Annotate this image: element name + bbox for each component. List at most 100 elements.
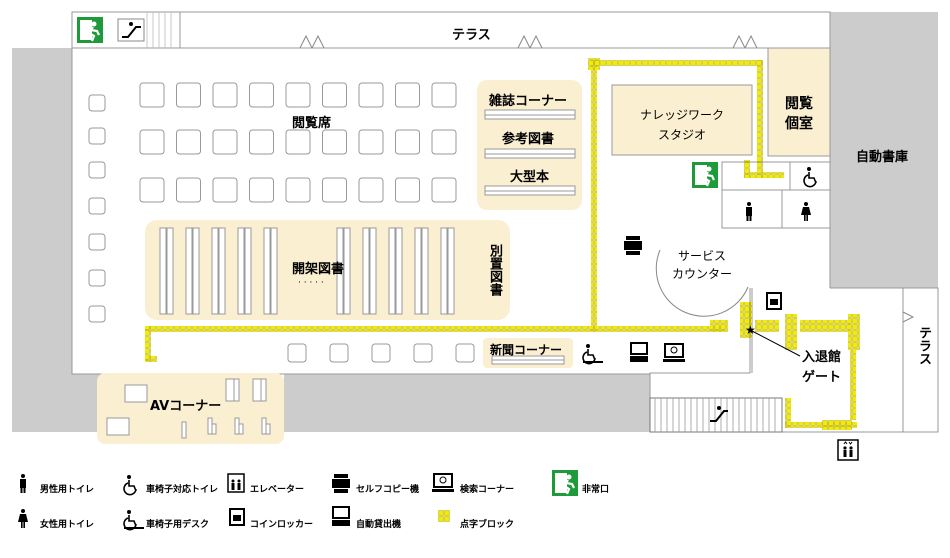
reading-desk (139, 177, 165, 203)
av-corner-label: AVコーナー (150, 399, 222, 414)
reading-desk (139, 82, 165, 108)
service-counter-desk (655, 249, 749, 317)
bookshelf (263, 227, 271, 315)
emergency-exit-icon (75, 15, 105, 45)
stairs (146, 12, 783, 433)
reading-desk (176, 129, 201, 155)
coin-locker-icon (766, 292, 782, 310)
legend-label: エレベーター (250, 485, 305, 495)
female-toilet-icon (801, 202, 811, 221)
auto-storage-label: 自動書庫 (856, 150, 909, 165)
reading-desk (431, 177, 457, 203)
bookshelf (166, 227, 174, 315)
outer-wall-bottom (284, 373, 650, 432)
reading-desk (358, 177, 384, 203)
knowledge-work-studio-room (611, 84, 753, 156)
legend-label: 検索コーナー (460, 485, 515, 495)
escalator-icon (117, 18, 145, 42)
reading-desk (285, 129, 311, 155)
reading-desk (287, 343, 307, 363)
bookshelf (336, 227, 344, 315)
reading-desk (88, 127, 106, 145)
service-counter-label: サービス カウンター (672, 249, 733, 281)
newspaper-corner-label: 新聞コーナー (490, 343, 563, 357)
bookshelf (343, 227, 351, 315)
separate-stacks-label: 別置図書 (487, 244, 502, 296)
braille-blocks (145, 58, 860, 430)
bookshelf (237, 227, 245, 315)
outer-wall-left (12, 48, 72, 432)
reading-desk (395, 177, 420, 203)
legend-label: コインロッカー (250, 520, 314, 530)
bookshelf (244, 227, 252, 315)
bookshelf (159, 227, 167, 315)
terrace-top (179, 11, 831, 49)
outer-wall-bottom-left (72, 373, 100, 432)
reading-desk (88, 94, 106, 112)
bookshelf (421, 227, 429, 315)
reading-desk (395, 129, 420, 155)
reading-desk (88, 197, 106, 215)
av-booths (106, 378, 271, 439)
legend-label: 車椅子対応トイレ (146, 485, 219, 495)
legend-label: 女性用トイレ (40, 520, 95, 530)
knowledge-work-studio-label: ナレッジワーク スタジオ (640, 108, 725, 142)
reading-desk (455, 343, 475, 363)
terrace-right-label: テラス (916, 326, 931, 365)
reading-desk (176, 177, 201, 203)
reading-desk (322, 177, 347, 203)
bookshelf (414, 227, 422, 315)
reading-desk (413, 343, 433, 363)
bookshelf (395, 227, 403, 315)
reading-desk (88, 305, 106, 323)
reading-desk (285, 82, 311, 108)
reading-desk (358, 82, 384, 108)
large-books-label: 大型本 (510, 170, 550, 185)
bookshelf (440, 227, 448, 315)
escalator-icon (710, 406, 728, 422)
elevator-icon (837, 439, 859, 461)
reading-desks (88, 82, 475, 363)
current-location-marker: ★ (745, 323, 756, 337)
reading-desk (371, 343, 391, 363)
reading-desk (249, 82, 274, 108)
reference-books-label: 参考図書 (502, 132, 555, 147)
reading-desk (431, 129, 457, 155)
bookshelf (447, 227, 455, 315)
terrace-right (902, 287, 939, 433)
legend-label: セルフコピー機 (356, 485, 420, 495)
auto-storage-block (830, 12, 938, 288)
reading-desk (322, 82, 347, 108)
wheelchair-desk-icon (582, 343, 603, 365)
reading-desk (249, 177, 274, 203)
bookshelf (185, 227, 193, 315)
entry-gate-label: 入退館 ゲート (802, 350, 842, 385)
reading-desk (395, 82, 420, 108)
legend-label: 車椅子用デスク (146, 520, 210, 530)
reading-room (767, 47, 831, 157)
reading-room-label: 閲覧 個室 (785, 96, 813, 132)
bookshelf (218, 227, 226, 315)
magazine-corner-label: 雑誌コーナー (489, 94, 568, 109)
search-corner-icon (663, 343, 685, 362)
legend-label: 男性用トイレ (40, 485, 95, 495)
bookshelves (159, 227, 455, 315)
open-stacks-label: 開架図書 (292, 262, 345, 277)
reading-desk (88, 269, 106, 287)
reading-desk (88, 233, 106, 251)
auto-lending-icon (630, 342, 648, 362)
reading-desk (212, 177, 238, 203)
emergency-exit-icon (690, 160, 720, 190)
bookshelf (211, 227, 219, 315)
reading-desk (88, 161, 106, 179)
reading-desk (176, 82, 201, 108)
reading-desk (249, 129, 274, 155)
reading-desk (212, 129, 238, 155)
legend-icons (18, 468, 580, 531)
reading-desk (431, 82, 457, 108)
reading-desk (212, 82, 238, 108)
reading-desk (329, 343, 349, 363)
legend-label: 点字ブロック (460, 520, 515, 530)
